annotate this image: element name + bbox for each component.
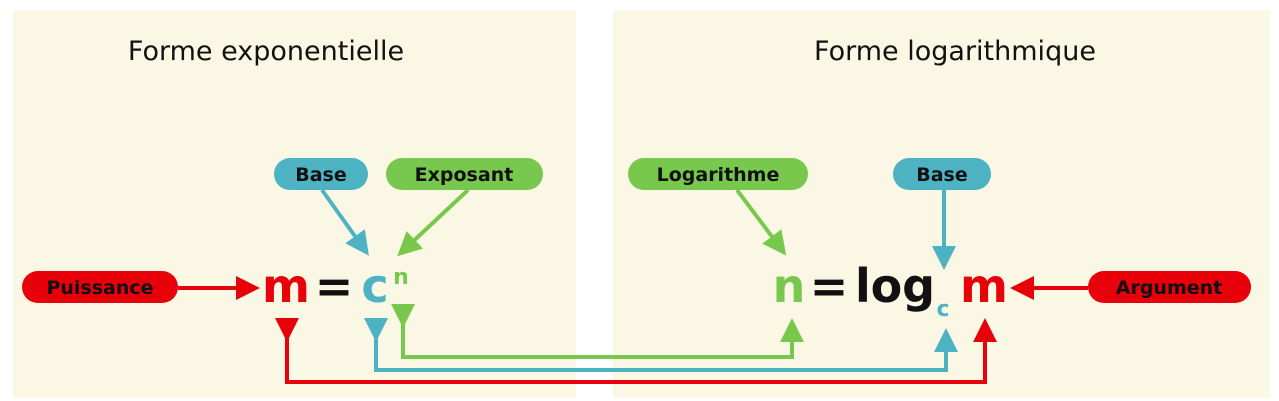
connector-green [391, 304, 804, 359]
svg-text:Logarithme: Logarithme [657, 164, 780, 186]
formula-m-right: m [960, 259, 1008, 313]
formula-m-left: m [262, 259, 310, 313]
title-logarithmic: Forme logarithmique [814, 36, 1096, 67]
arrow-base-left [320, 188, 369, 256]
panel-exponential [13, 10, 576, 398]
formula-equals-right: = [810, 259, 849, 313]
label-puissance: Puissance [22, 271, 178, 303]
connector-blue [364, 318, 958, 372]
label-base-left: Base [274, 158, 368, 190]
arrow-logarithme [735, 188, 787, 256]
title-exponential: Forme exponentielle [128, 36, 404, 67]
label-logarithme: Logarithme [628, 158, 808, 190]
connector-red [275, 318, 997, 384]
svg-text:Argument: Argument [1116, 277, 1223, 299]
formula-equals-left: = [315, 259, 354, 313]
formula-log: log [855, 259, 935, 313]
svg-text:Exposant: Exposant [415, 164, 514, 186]
formula-n-right: n [773, 259, 806, 313]
svg-text:Base: Base [295, 164, 347, 186]
formula-n-superscript: n [393, 265, 409, 290]
label-base-right: Base [893, 158, 991, 190]
formula-c-left: c [361, 259, 388, 313]
panel-logarithmic [613, 10, 1270, 398]
label-exposant: Exposant [386, 158, 543, 190]
svg-text:Base: Base [916, 164, 968, 186]
formula-c-subscript: c [936, 297, 949, 322]
label-argument: Argument [1088, 271, 1251, 303]
arrow-exposant [397, 188, 470, 257]
svg-text:Puissance: Puissance [46, 277, 153, 299]
